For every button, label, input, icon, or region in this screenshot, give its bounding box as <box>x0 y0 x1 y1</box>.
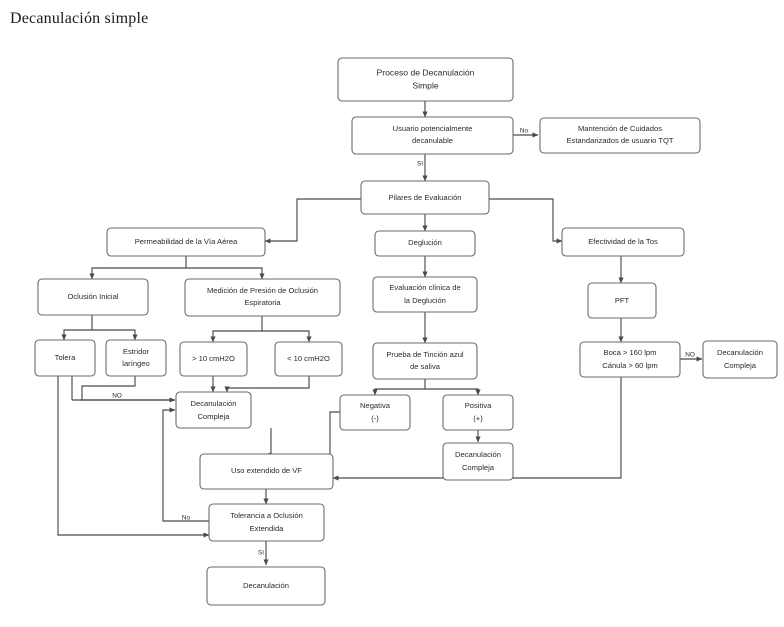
node-tolera[interactable]: Tolera <box>34 339 96 377</box>
node-compleja-right-line1: Decanulación <box>717 348 763 357</box>
edge-permeabilidad-oclusion <box>89 256 187 280</box>
edge-tolera-tolerancia <box>57 376 210 538</box>
node-estridor-line2: laríngeo <box>122 359 149 368</box>
node-mayor-10-cmh2o[interactable]: > 10 cmH2O <box>179 341 248 377</box>
node-deglucion-label: Deglución <box>408 238 442 247</box>
node-mantencion-line1: Mantención de Cuidados <box>578 124 662 133</box>
node-evalclinica-line2: la Deglución <box>404 296 446 305</box>
node-usuario-potencialmente-decanulable[interactable]: Usuario potencialmente decanulable <box>351 116 514 155</box>
node-usuario-line1: Usuario potencialmente <box>393 124 473 133</box>
node-compleja-left-line2: Compleja <box>197 412 230 421</box>
node-compleja-right-line2: Compleja <box>724 361 757 370</box>
node-tolera-label: Tolera <box>55 353 76 362</box>
node-permeabilidad-label: Permeabilidad de la Vía Aérea <box>135 237 238 246</box>
node-permeabilidad-via-aerea[interactable]: Permeabilidad de la Vía Aérea <box>106 227 266 257</box>
node-estridor-line1: Estridor <box>123 347 150 356</box>
edge-prueba-positiva <box>425 388 481 396</box>
node-positiva[interactable]: Positiva (+) <box>442 394 514 431</box>
edge-menor10-compleja <box>224 376 310 393</box>
node-oclusion-label: Oclusión Inicial <box>67 292 118 301</box>
node-menor10-label: < 10 cmH2O <box>287 354 330 363</box>
page-title: Decanulación simple <box>10 10 149 27</box>
node-deglucion[interactable]: Deglución <box>374 230 476 257</box>
edge-label-si-tolerancia: Sí <box>258 550 264 557</box>
edge-oclusion-tolera <box>61 315 93 341</box>
edge-label-no-estridor: NO <box>112 393 122 400</box>
node-pft-label: PFT <box>615 296 630 305</box>
edge-medicion-mayor10 <box>210 316 263 343</box>
node-negativa[interactable]: Negativa (-) <box>339 394 411 431</box>
node-negativa-line1: Negativa <box>360 401 391 410</box>
node-mantencion-cuidados[interactable]: Mantención de Cuidados Estandarizados de… <box>539 117 701 154</box>
node-prueba-line2: de saliva <box>410 362 441 371</box>
node-efectividad-label: Efectividad de la Tos <box>588 237 658 246</box>
edge-boca-usovf <box>332 377 622 481</box>
node-negativa-line2: (-) <box>371 414 379 423</box>
node-proceso-line1: Proceso de Decanulación <box>377 67 475 77</box>
edge-label-no-boca: NO <box>685 352 695 359</box>
node-decanulacion-compleja-left[interactable]: Decanulación Compleja <box>175 391 252 429</box>
node-mantencion-line2: Estandarizados de usuario TQT <box>566 136 673 145</box>
node-efectividad-tos[interactable]: Efectividad de la Tos <box>561 227 685 257</box>
edge-label-no-tolerancia: No <box>182 515 191 522</box>
node-medicion-presion-oclusion[interactable]: Medición de Presión de Oclusión Espirato… <box>184 278 341 317</box>
node-positiva-line1: Positiva <box>465 401 492 410</box>
node-pilares-label: Pilares de Evaluación <box>388 193 461 202</box>
edge-label-no-usuario: No <box>520 128 529 135</box>
node-pilares-evaluacion[interactable]: Pilares de Evaluación <box>360 180 490 215</box>
node-boca-line1: Boca > 160 lpm <box>604 348 657 357</box>
node-uso-extendido-vf[interactable]: Uso extendido de VF <box>199 453 334 490</box>
node-usuario-line2: decanulable <box>412 136 453 145</box>
node-usovf-label: Uso extendido de VF <box>231 466 302 475</box>
node-prueba-tincion-azul[interactable]: Prueba de Tinción azul de saliva <box>372 342 478 380</box>
node-compleja-mid-line1: Decanulación <box>455 450 501 459</box>
node-tolerancia-line1: Tolerancia a Oclusión <box>230 511 303 520</box>
node-decanulacion-final[interactable]: Decanulación <box>206 566 326 606</box>
edge-medicion-menor10 <box>262 330 312 343</box>
edge-permeabilidad-medicion <box>186 267 265 280</box>
edge-pilares-permeabilidad <box>264 198 361 244</box>
node-boca-line2: Cánula > 60 lpm <box>602 361 658 370</box>
node-tolerancia-oclusion-extendida[interactable]: Tolerancia a Oclusión Extendida <box>208 503 325 542</box>
node-positiva-line2: (+) <box>473 414 483 423</box>
edge-oclusion-estridor <box>92 329 138 341</box>
node-mayor10-label: > 10 cmH2O <box>192 354 235 363</box>
node-oclusion-inicial[interactable]: Oclusión Inicial <box>37 278 149 316</box>
node-evalclinica-line1: Evaluación clínica de <box>389 283 460 292</box>
edge-estridor-compleja <box>81 376 176 403</box>
edges <box>57 101 703 566</box>
node-tolerancia-line2: Extendida <box>250 524 285 533</box>
node-decanulacion-label: Decanulación <box>243 581 289 590</box>
node-medicion-line1: Medición de Presión de Oclusión <box>207 286 318 295</box>
edge-prueba-negativa <box>372 379 426 396</box>
edge-labels: No Sí NO NO No Sí <box>112 128 695 557</box>
node-proceso-line2: Simple <box>412 80 438 90</box>
node-evaluacion-clinica-deglucion[interactable]: Evaluación clínica de la Deglución <box>372 276 478 313</box>
node-pft[interactable]: PFT <box>587 282 657 319</box>
edge-label-si-usuario: Sí <box>417 161 423 168</box>
node-proceso[interactable]: Proceso de Decanulación Simple <box>337 57 514 102</box>
node-medicion-line2: Espiratoria <box>244 298 281 307</box>
edge-complejaleft-usovf <box>264 428 272 458</box>
node-menor-10-cmh2o[interactable]: < 10 cmH2O <box>274 341 343 377</box>
node-boca-canula-lpm[interactable]: Boca > 160 lpm Cánula > 60 lpm <box>579 341 681 378</box>
edge-tolerancia-compleja <box>162 407 209 522</box>
node-prueba-line1: Prueba de Tinción azul <box>386 350 464 359</box>
edge-pilares-efectividad <box>489 198 563 244</box>
node-compleja-mid-line2: Compleja <box>462 463 495 472</box>
nodes: Proceso de Decanulación Simple Usuario p… <box>34 57 778 606</box>
node-decanulacion-compleja-mid[interactable]: Decanulación Compleja <box>442 442 514 481</box>
node-compleja-left-line1: Decanulación <box>190 399 236 408</box>
node-estridor-laringeo[interactable]: Estridor laríngeo <box>105 339 167 377</box>
node-decanulacion-compleja-right[interactable]: Decanulación Compleja <box>702 340 778 379</box>
